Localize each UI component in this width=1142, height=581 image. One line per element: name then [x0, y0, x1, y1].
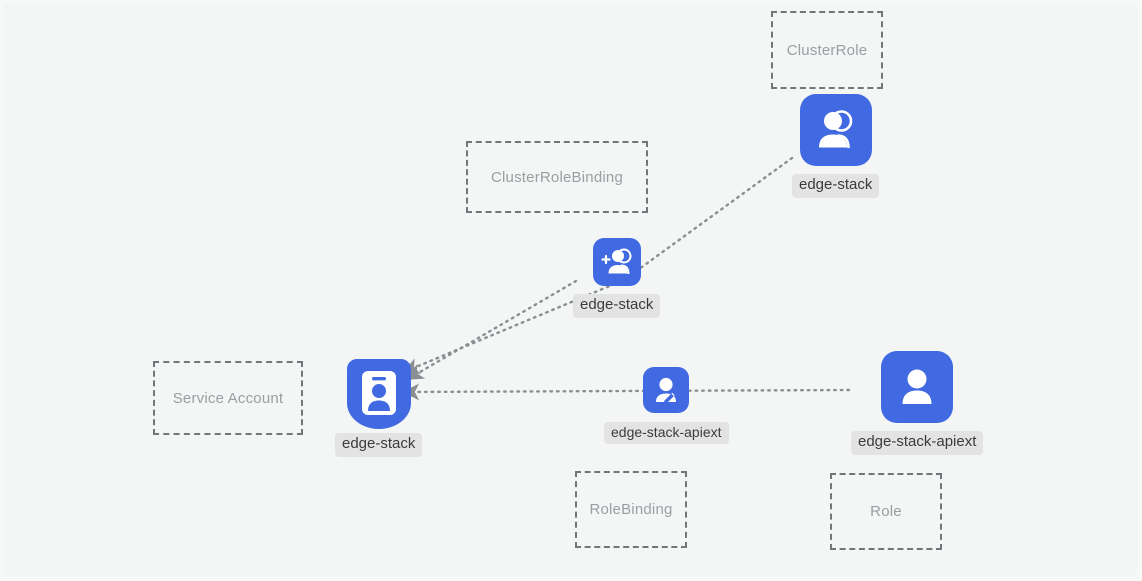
node-serviceaccount[interactable]: edge-stack — [335, 359, 423, 457]
person-icon[interactable] — [881, 351, 954, 423]
person-glyph — [902, 369, 932, 404]
node-rolebinding[interactable]: edge-stack-apiext — [604, 367, 729, 445]
node-clusterrole-label: edge-stack — [792, 174, 880, 198]
kind-box-clusterrole[interactable]: ClusterRole — [771, 11, 883, 89]
node-clusterrole[interactable]: edge-stack — [792, 94, 880, 198]
group-people-glyph — [818, 110, 852, 149]
node-clusterrolebinding[interactable]: edge-stack — [573, 238, 661, 318]
node-role-label: edge-stack-apiext — [851, 431, 984, 455]
service-account-badge-icon[interactable] — [346, 359, 411, 429]
kind-box-clusterrolebinding-label: ClusterRoleBinding — [490, 168, 623, 186]
kind-box-rolebinding-label: RoleBinding — [589, 501, 673, 518]
edge-clusterrolebinding-to-serviceaccount — [406, 279, 578, 381]
kind-box-clusterrolebinding[interactable]: ClusterRoleBinding — [466, 141, 648, 213]
kind-box-rolebinding[interactable]: RoleBinding — [575, 471, 687, 548]
person-add-icon[interactable] — [592, 238, 641, 286]
node-serviceaccount-label: edge-stack — [335, 433, 423, 457]
kind-box-clusterrole-label: ClusterRole — [786, 41, 868, 59]
kind-box-serviceaccount[interactable]: Service Account — [153, 361, 303, 435]
kind-box-serviceaccount-label: Service Account — [172, 389, 284, 407]
group-people-icon[interactable] — [799, 94, 872, 166]
person-edit-glyph — [656, 377, 677, 404]
node-clusterrolebinding-label: edge-stack — [573, 294, 661, 318]
node-role[interactable]: edge-stack-apiext — [851, 351, 984, 455]
service-account-badge-glyph — [346, 359, 411, 429]
person-add-glyph — [601, 248, 632, 275]
node-rolebinding-label: edge-stack-apiext — [604, 422, 729, 445]
person-edit-icon[interactable] — [643, 367, 690, 413]
kind-box-role-label: Role — [870, 503, 902, 520]
kind-box-role[interactable]: Role — [830, 473, 942, 550]
